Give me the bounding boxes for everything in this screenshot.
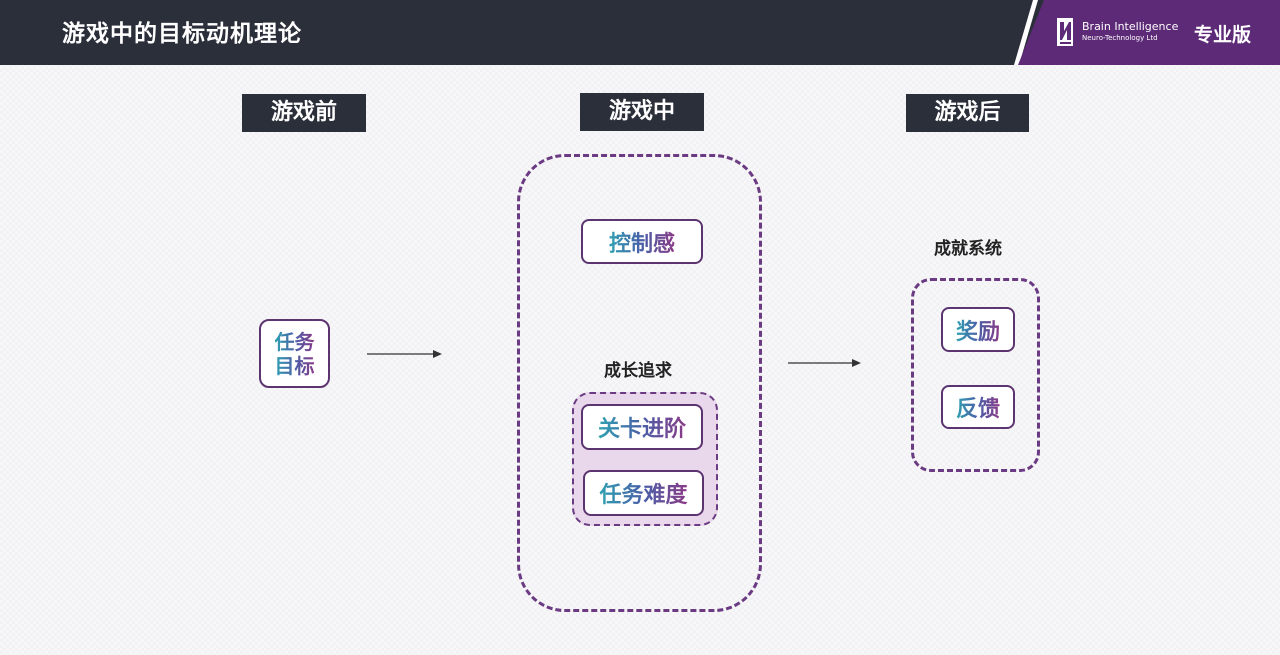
during-container bbox=[517, 154, 762, 612]
achievement-container bbox=[911, 278, 1040, 472]
arrow-during-to-after bbox=[788, 359, 861, 367]
reward-text: 奖励 bbox=[956, 314, 1000, 346]
brand-name: Brain Intelligence bbox=[1082, 20, 1179, 33]
achievement-label: 成就系统 bbox=[934, 239, 1002, 259]
stage-before-label: 游戏前 bbox=[242, 94, 366, 132]
stage-after-label: 游戏后 bbox=[906, 94, 1029, 132]
growth-label: 成长追求 bbox=[604, 361, 672, 381]
difficulty-box: 任务难度 bbox=[583, 470, 704, 516]
feedback-box: 反馈 bbox=[941, 385, 1015, 429]
page-title: 游戏中的目标动机理论 bbox=[62, 21, 302, 47]
task-goal-box: 任务 目标 bbox=[259, 319, 330, 388]
brand-logo-icon bbox=[1057, 18, 1073, 46]
header-bar: 游戏中的目标动机理论 Brain Intelligence Neuro-Tech… bbox=[0, 0, 1280, 65]
level-up-box: 关卡进阶 bbox=[581, 404, 703, 450]
feedback-text: 反馈 bbox=[956, 391, 1000, 423]
brand-subtitle: Neuro-Technology Ltd bbox=[1082, 34, 1158, 42]
difficulty-text: 任务难度 bbox=[599, 477, 687, 509]
arrow-before-to-during bbox=[367, 350, 442, 358]
task-goal-line2: 目标 bbox=[274, 353, 315, 378]
control-text: 控制感 bbox=[609, 226, 675, 258]
reward-box: 奖励 bbox=[941, 307, 1015, 352]
control-box: 控制感 bbox=[581, 219, 703, 264]
level-up-text: 关卡进阶 bbox=[598, 411, 686, 443]
task-goal-line1: 任务 bbox=[274, 329, 315, 354]
edition-label: 专业版 bbox=[1194, 24, 1252, 46]
stage-during-label: 游戏中 bbox=[580, 93, 704, 131]
